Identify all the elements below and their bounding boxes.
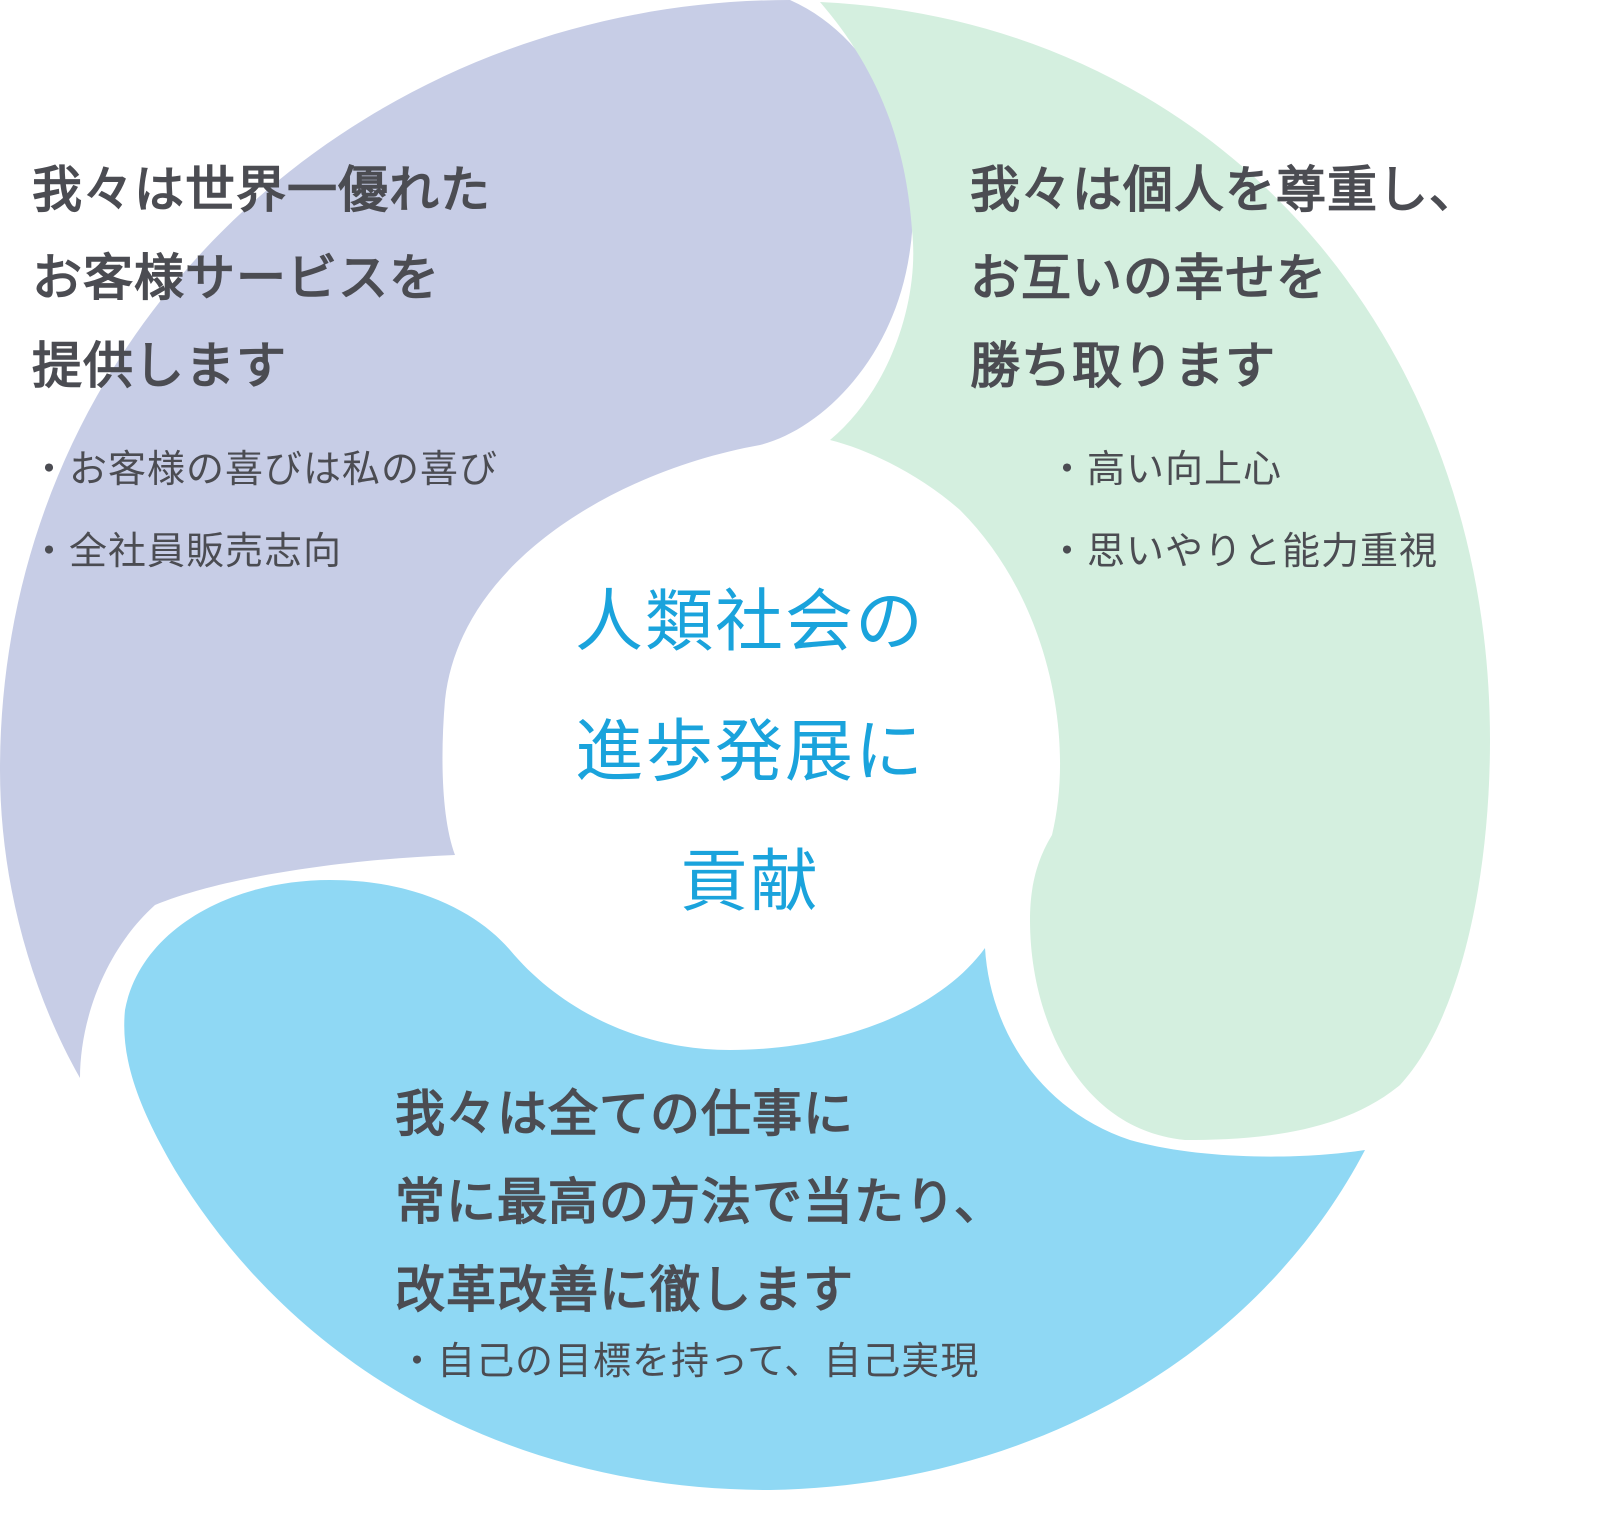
- bullet-item: ・お客様の喜びは私の喜び: [30, 447, 499, 491]
- center-line-2: 進歩発展に: [574, 713, 925, 792]
- bullet-item: ・全社員販売志向: [30, 529, 343, 573]
- segment-respect-individual: [820, 2, 1490, 1140]
- segment-3-heading-line: 改革改善に徹します: [395, 1261, 854, 1319]
- segment-3-bullets: ・自己の目標を持って、自己実現: [398, 1320, 979, 1402]
- segment-2-heading-line: 勝ち取ります: [970, 337, 1276, 395]
- bullet-item: ・自己の目標を持って、自己実現: [398, 1339, 980, 1383]
- segment-3-heading: 我々は全ての仕事に 常に最高の方法で当たり、 改革改善に徹します: [395, 1070, 1005, 1334]
- center-line-3: 貢献: [679, 843, 820, 922]
- segment-3-heading-line: 常に最高の方法で当たり、: [395, 1173, 1005, 1231]
- segment-customer-service: [0, 0, 913, 1078]
- segment-2-text: 我々は個人を尊重し、 お互いの幸せを 勝ち取ります: [970, 146, 1480, 410]
- segment-2-heading: 我々は個人を尊重し、 お互いの幸せを 勝ち取ります: [970, 146, 1480, 410]
- segment-2-heading-line: お互いの幸せを: [970, 249, 1327, 307]
- segment-1-text: 我々は世界一優れた お客様サービスを 提供します: [32, 146, 491, 410]
- bullet-item: ・思いやりと能力重視: [1048, 529, 1439, 573]
- bullet-item: ・高い向上心: [1048, 447, 1283, 491]
- segment-1-heading-line: 我々は世界一優れた: [32, 161, 491, 219]
- segment-3-text: 我々は全ての仕事に 常に最高の方法で当たり、 改革改善に徹します: [395, 1070, 1005, 1334]
- segment-1-heading: 我々は世界一優れた お客様サービスを 提供します: [32, 146, 491, 410]
- center-message: 人類社会の 進歩発展に 貢献: [445, 558, 1055, 948]
- segment-1-bullets: ・お客様の喜びは私の喜び ・全社員販売志向: [30, 428, 498, 592]
- segment-best-method: [124, 880, 1365, 1490]
- segment-1-heading-line: 提供します: [32, 337, 287, 395]
- segment-1-heading-line: お客様サービスを: [32, 249, 440, 307]
- segment-2-heading-line: 我々は個人を尊重し、: [970, 161, 1480, 219]
- segment-2-bullets: ・高い向上心 ・思いやりと能力重視: [1048, 428, 1438, 592]
- segment-3-heading-line: 我々は全ての仕事に: [395, 1085, 854, 1143]
- center-line-1: 人類社会の: [574, 583, 925, 662]
